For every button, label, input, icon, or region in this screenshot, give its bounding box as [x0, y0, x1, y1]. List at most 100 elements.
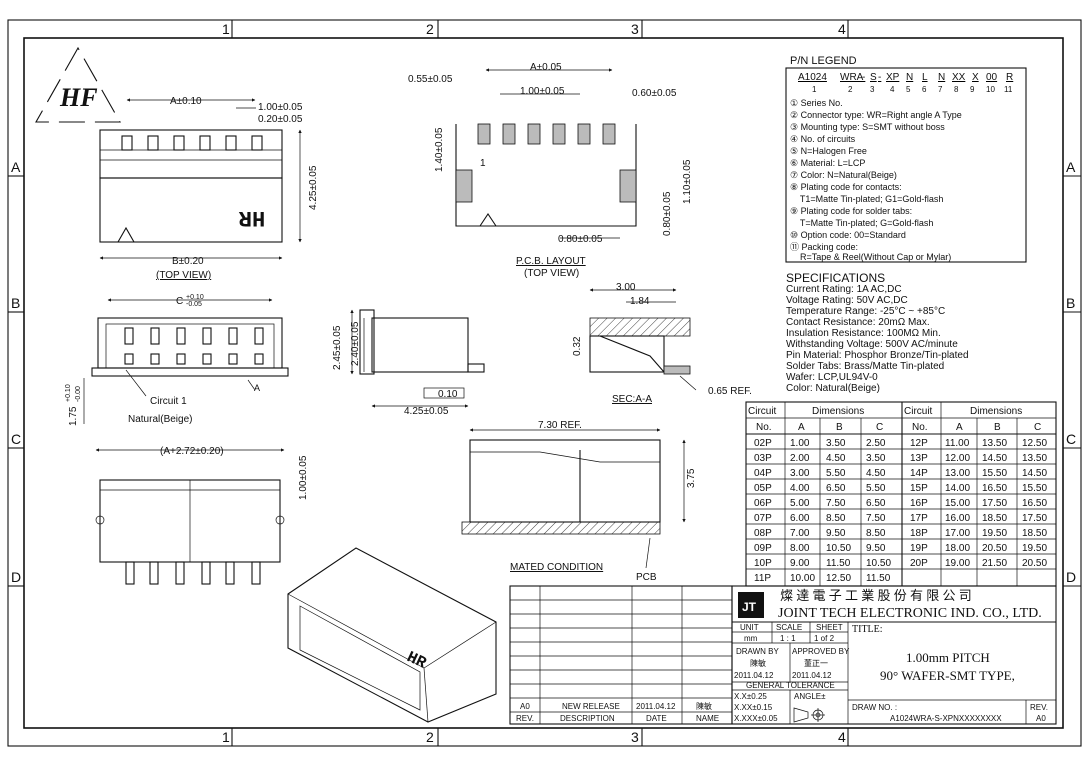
mated-label: MATED CONDITION — [510, 562, 603, 573]
hr-iso-marking: HR — [404, 648, 429, 673]
flatness-value: 0.10 — [438, 389, 458, 400]
rev-head-date: DATE — [646, 714, 667, 723]
table-cell-dimension: 19.50 — [1022, 543, 1047, 554]
company-logo — [738, 592, 764, 618]
table-cell-dimension: 15.00 — [945, 498, 970, 509]
table-cell-dimension: 14.50 — [982, 453, 1007, 464]
title-header: TITLE: — [852, 624, 883, 635]
zone-col-1-top: 1 — [222, 21, 230, 37]
angle-header: ANGLE± — [794, 692, 826, 701]
table-cell-circuit: 08P — [754, 528, 772, 539]
table-cell-dimension: 17.50 — [982, 498, 1007, 509]
draw-no-value: A1024WRA-S-XPNXXXXXXXX — [890, 714, 1002, 723]
table-cell-dimension: 17.50 — [1022, 513, 1047, 524]
table-cell-dimension: 3.00 — [790, 468, 810, 479]
table-cell-dimension: 18.50 — [982, 513, 1007, 524]
spec-line: Color: Natural(Beige) — [786, 383, 880, 394]
front-view: C +0.10 -0.05 A 1.75 +0.10 -0.00 Circuit… — [65, 294, 289, 426]
pcb-dim-pitch: 1.00±0.05 — [520, 86, 565, 97]
legend-line: T1=Matte Tin-plated; G1=Gold-flash — [790, 194, 943, 204]
spec-line: Pin Material: Phosphor Bronze/Tin-plated — [786, 350, 969, 361]
zone-row-b-right: B — [1066, 295, 1075, 311]
table-cell-circuit: 17P — [910, 513, 928, 524]
table-cell-dimension: 3.50 — [826, 438, 846, 449]
table-cell-dimension: 7.00 — [790, 528, 810, 539]
legend-line: ⑨ Plating code for solder tabs: — [790, 206, 912, 216]
table-cell-dimension: 13.00 — [945, 468, 970, 479]
side-view: 2.45±0.05 2.40±0.05 0.10 4.25±0.05 — [332, 309, 485, 417]
spec-line: Insulation Resistance: 100MΩ Min. — [786, 328, 941, 339]
legend-index-numbers: 1 2 3 4 5 6 7 8 9 10 11 — [812, 85, 1013, 94]
table-cell-dimension: 7.50 — [866, 513, 886, 524]
drawn-by-value: 陳敏 — [750, 658, 766, 668]
table-header-circuit-left: Circuit — [748, 406, 777, 417]
zone-row-a-left: A — [11, 159, 21, 175]
table-cell-dimension: 5.50 — [866, 483, 886, 494]
legend-line: R=Tape & Reel(Without Cap or Mylar) — [790, 252, 951, 262]
table-cell-dimension: 4.50 — [866, 468, 886, 479]
legend-index: 10 — [986, 85, 995, 94]
dim-c-sup: +0.10 — [186, 294, 204, 301]
spec-line: Contact Resistance: 20mΩ Max. — [786, 317, 930, 328]
table-row-lines — [746, 448, 1056, 570]
dim-a-010: A±0.10 — [170, 96, 202, 107]
spec-line: Current Rating: 1A AC,DC — [786, 284, 902, 295]
table-cell-dimension: 6.50 — [826, 483, 846, 494]
legend-part: S — [870, 72, 877, 83]
spec-line: Temperature Range: -25°C ~ +85°C — [786, 306, 945, 317]
rev-head-rev: REV. — [516, 714, 534, 723]
table-cell-dimension: 11.00 — [945, 438, 970, 449]
scale-value: 1 : 1 — [780, 634, 796, 643]
table-cell-circuit: 11P — [754, 573, 771, 584]
table-cell-dimension: 10.00 — [790, 573, 815, 584]
pcb-layout-sub: (TOP VIEW) — [524, 268, 579, 279]
zone-row-d-right: D — [1066, 569, 1076, 585]
legend-index: 2 — [848, 85, 853, 94]
table-cell-dimension: 8.00 — [790, 543, 810, 554]
table-cell-circuit: 07P — [754, 513, 772, 524]
circuit-1-label: Circuit 1 — [150, 396, 187, 407]
pcb-dim-080-v: 0.80±0.05 — [662, 191, 673, 236]
table-cell-dimension: 12.00 — [945, 453, 970, 464]
legend-line: ⑦ Color: N=Natural(Beige) — [790, 170, 897, 180]
section-mark-a: A — [254, 383, 260, 393]
legend-index: 4 — [890, 85, 895, 94]
legend-part: WRA — [840, 72, 864, 83]
table-cell-dimension: 19.50 — [982, 528, 1007, 539]
dim-175-sub: -0.00 — [75, 386, 82, 402]
specifications: SPECIFICATIONS Current Rating: 1A AC,DC … — [786, 271, 969, 394]
table-cell-dimension: 4.00 — [790, 483, 810, 494]
hr-marking: HR — [238, 205, 265, 230]
sec-dim-300: 3.00 — [616, 282, 636, 293]
legend-index: 11 — [1004, 85, 1013, 94]
zone-col-1-bottom: 1 — [222, 729, 230, 745]
company-name-en: JOINT TECH ELECTRONIC IND. CO., LTD. — [778, 606, 1042, 621]
zone-col-3-bottom: 3 — [631, 729, 639, 745]
table-cell-dimension: 2.50 — [866, 438, 886, 449]
rev-row-date: 2011.04.12 — [636, 702, 676, 711]
mated-dim-375: 3.75 — [686, 468, 697, 488]
pn-legend: P/N LEGEND A1024 WRA - S - XP N L N XX X… — [785, 55, 1027, 263]
tolerance-header: GENERAL TOLERANCE — [746, 681, 835, 690]
legend-part: A1024 — [798, 72, 827, 83]
legend-part-number: A1024 WRA - S - XP N L N XX X 00 R — [798, 72, 1013, 83]
legend-part: - — [878, 72, 881, 83]
table-cell-circuit: 16P — [910, 498, 928, 509]
dim-175-sup: +0.10 — [65, 384, 72, 402]
legend-part: R — [1006, 72, 1013, 83]
zone-row-c-left: C — [11, 431, 21, 447]
title-block: JT 燦 達 電 子 工 業 股 份 有 限 公 司 JOINT TECH EL… — [731, 585, 1057, 725]
table-cell-dimension: 20.50 — [982, 543, 1007, 554]
table-cell-dimension: 11.50 — [826, 558, 851, 569]
table-cell-circuit: 19P — [910, 543, 928, 554]
pcb-layout: 1 A±0.05 0.55±0.05 1.00±0.05 0.60±0.05 1… — [408, 62, 693, 279]
dimension-table: Circuit No. Dimensions A B C Circuit No.… — [745, 401, 1057, 587]
spec-line: Solder Tabs: Brass/Matte Tin-plated — [786, 361, 944, 372]
sec-dim-065: 0.65 REF. — [708, 386, 752, 397]
table-cell-circuit: 03P — [754, 453, 772, 464]
dim-pitch-100: 1.00±0.05 — [258, 102, 303, 113]
drawn-date: 2011.04.12 — [734, 671, 774, 680]
legend-part: - — [862, 72, 865, 83]
tolerance-3: X.XXX±0.05 — [734, 714, 778, 723]
